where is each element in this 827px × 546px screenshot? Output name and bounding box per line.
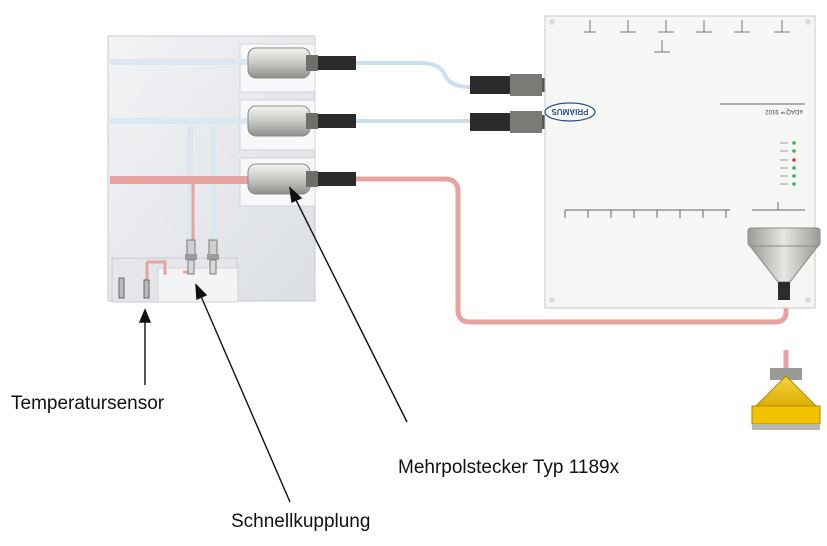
annotation-arrows — [138, 186, 408, 503]
cable-plug-1 — [470, 74, 550, 96]
temperature-sensor-icons — [118, 277, 150, 299]
external-red-cable — [356, 176, 789, 368]
label-temperature-sensor: Temperatursensor — [11, 393, 165, 414]
yellow-housing — [750, 368, 822, 430]
arrow-head-temperature — [138, 308, 152, 323]
cone-connector — [747, 227, 821, 300]
external-blue-cables — [356, 61, 471, 123]
label-quick-coupling: Schnellkupplung — [231, 511, 371, 532]
brand-logo-text: PRIAMUS — [551, 107, 589, 116]
arrow-head-coupling — [195, 283, 208, 301]
cable-plug-2 — [470, 111, 550, 133]
connector-3 — [247, 163, 356, 195]
device-model-text: eDAQ™ 9102 — [765, 108, 803, 115]
status-leds — [792, 141, 796, 186]
connector-1 — [247, 47, 356, 79]
label-multipole-connector: Mehrpolstecker Typ 1189x — [398, 457, 620, 478]
arrow-head-connector — [289, 186, 303, 204]
connector-2 — [247, 105, 356, 137]
quick-coupling-icons — [185, 239, 219, 275]
